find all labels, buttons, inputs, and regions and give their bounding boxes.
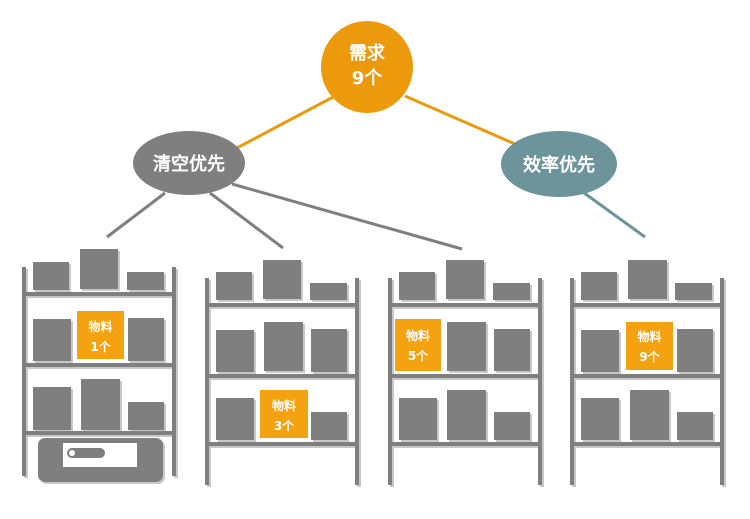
rack-post (538, 278, 542, 485)
rack-3 (388, 260, 542, 485)
box (628, 260, 667, 299)
box (581, 272, 617, 300)
box (447, 390, 486, 440)
box (493, 283, 530, 300)
rack-shelf (24, 431, 174, 435)
box (399, 398, 437, 440)
box (675, 283, 712, 300)
edge-root-to-clear-first (234, 94, 336, 151)
rack-2 (205, 260, 359, 485)
root-label-line1: 需求 (349, 42, 386, 64)
material-label-line1: 物料 (637, 329, 661, 344)
box (33, 387, 71, 430)
box (216, 398, 254, 440)
box (399, 272, 435, 300)
rack-shelf (572, 303, 722, 307)
rack-shelf (24, 292, 174, 296)
strategy-node-efficiency-first: 效率优先 (501, 131, 617, 197)
box (128, 402, 164, 430)
material-label-line1: 物料 (88, 319, 112, 334)
box (128, 318, 164, 361)
box (127, 272, 164, 290)
box (311, 412, 347, 440)
rack-shelf (572, 442, 722, 446)
box (311, 329, 347, 372)
material-label-line1: 物料 (406, 328, 430, 343)
rack-post (355, 278, 359, 485)
box (33, 319, 71, 361)
box (494, 412, 530, 440)
rack-4 (570, 260, 724, 485)
rack-post (720, 278, 724, 485)
rack-shelf (207, 442, 357, 446)
rack-post (172, 267, 176, 476)
edge-root-to-efficiency-first (404, 94, 516, 146)
edge-clear-first-to-rack-1 (106, 191, 166, 239)
box (630, 390, 669, 440)
box (263, 260, 301, 299)
box (581, 398, 619, 440)
material-label-line2: 9个 (639, 349, 660, 364)
rack-post (205, 278, 209, 485)
box (446, 260, 484, 299)
rack-shelf (24, 363, 174, 367)
rack-shelf (207, 374, 357, 378)
rack-1 (22, 249, 176, 482)
root-label-line2: 9个 (352, 67, 384, 89)
box (447, 322, 486, 371)
material-label-line1: 物料 (272, 398, 296, 413)
edge-clear-first-to-rack-2 (209, 191, 284, 250)
strategy-label: 清空优先 (153, 153, 225, 175)
strategy-label: 效率优先 (523, 154, 595, 176)
material-label-line2: 3个 (274, 418, 295, 433)
base-drawer-unit (38, 438, 163, 482)
box (216, 330, 254, 372)
material-label-rack-1: 物料 1个 (77, 311, 124, 359)
box (677, 329, 713, 372)
rack-post (570, 278, 574, 485)
box (310, 283, 347, 300)
box (494, 329, 530, 371)
strategy-node-clear-first: 清空优先 (133, 131, 245, 195)
rack-shelf (572, 374, 722, 378)
rack-shelf (390, 374, 540, 378)
root-demand-node: 需求 9个 (321, 21, 413, 113)
box (33, 262, 69, 290)
rack-post (388, 278, 392, 485)
box (81, 379, 120, 430)
box (216, 272, 252, 300)
box (80, 249, 118, 289)
edge-clear-first-to-rack-3 (231, 182, 463, 251)
material-label-rack-2: 物料 3个 (260, 390, 308, 438)
rack-post (22, 267, 26, 476)
rack-shelf (207, 303, 357, 307)
material-label-rack-3: 物料 5个 (395, 319, 441, 371)
rack-shelf (390, 442, 540, 446)
edge-efficiency-first-to-rack-4 (579, 188, 646, 239)
material-label-rack-4: 物料 9个 (626, 322, 673, 370)
box (264, 322, 303, 371)
rack-shelf (390, 303, 540, 307)
material-label-line2: 1个 (90, 339, 111, 354)
material-label-line2: 5个 (408, 348, 429, 363)
box (677, 412, 713, 440)
box (581, 330, 619, 372)
